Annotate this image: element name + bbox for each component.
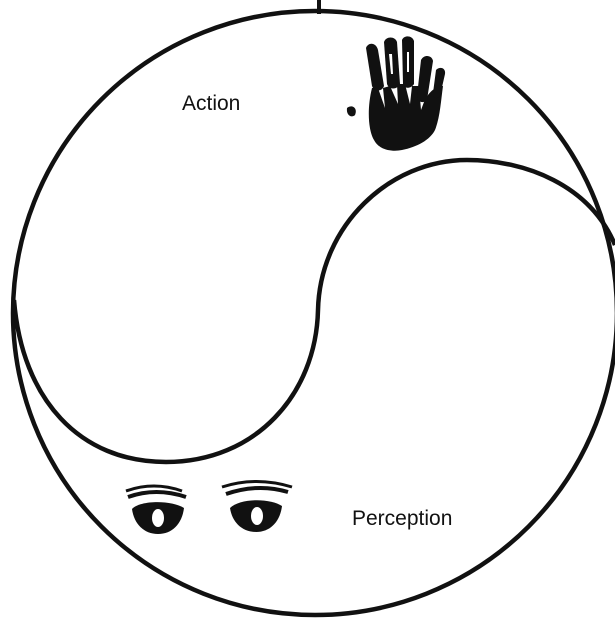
dividing-curve [14, 160, 615, 462]
action-label: Action [182, 93, 240, 114]
perception-label: Perception [352, 508, 452, 529]
eyes-icon [126, 482, 292, 535]
hand-icon [347, 36, 445, 150]
left-eye [126, 486, 186, 534]
right-eye [222, 482, 292, 533]
outer-circle [13, 11, 615, 615]
